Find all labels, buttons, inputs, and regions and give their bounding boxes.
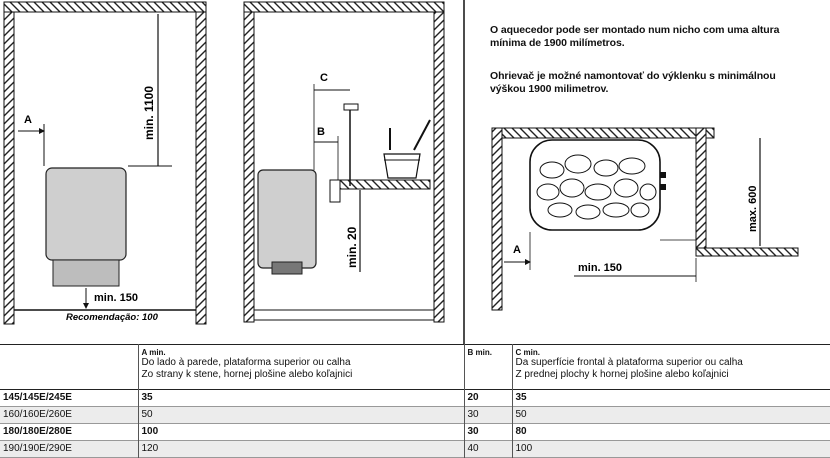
a-cell: 100 xyxy=(137,423,464,441)
diagram-front-platform: C B min. 20 xyxy=(243,1,445,323)
b-cell: 30 xyxy=(463,406,512,424)
model-cell: 180/180E/280E xyxy=(3,426,72,437)
a-cell: 35 xyxy=(137,389,464,407)
diagram-niche: A min. 150 max. 600 xyxy=(491,127,799,311)
b-cell: 30 xyxy=(463,423,512,441)
header-c: C min. Da superfície frontal à plataform… xyxy=(511,344,830,390)
clearance-table: A min. Do lado à parede, plataforma supe… xyxy=(0,344,830,458)
c-cell: 80 xyxy=(511,423,830,441)
c-cell: 35 xyxy=(511,389,830,407)
heater-body xyxy=(45,167,127,261)
header-b: B min. xyxy=(463,344,512,390)
note-slovak: Ohrievač je možné namontovať do výklenku… xyxy=(490,70,776,95)
dim-height-label: min. 20 xyxy=(345,226,359,268)
model-cell: 160/160E/260E xyxy=(3,409,72,420)
table-row: 145/145E/245E 35 20 35 xyxy=(0,389,830,407)
installation-diagrams: A min. 1100 min. 150 Recomendação: 100 C xyxy=(3,0,799,344)
dim-depth-label: min. 150 xyxy=(578,262,622,274)
model-header xyxy=(0,345,138,390)
header-a: A min. Do lado à parede, plataforma supe… xyxy=(137,344,464,390)
note-portuguese: O aquecedor pode ser montado num nicho c… xyxy=(490,24,780,49)
dim-height-label: max. 600 xyxy=(747,186,759,232)
model-cell: 145/145E/245E xyxy=(3,392,72,403)
dim-a-label: A xyxy=(24,114,32,126)
dim-bottom-label: min. 150 xyxy=(94,292,138,304)
b-cell: 40 xyxy=(463,440,512,458)
a-cell: 120 xyxy=(137,440,464,458)
c-cell: 100 xyxy=(511,440,830,458)
heater-body xyxy=(257,169,317,269)
a-cell: 50 xyxy=(137,406,464,424)
table-row: 190/190E/290E 120 40 100 xyxy=(0,440,830,458)
dim-c-label: C xyxy=(320,72,328,84)
dim-b-label: B xyxy=(317,126,325,138)
model-cell: 190/190E/290E xyxy=(3,443,72,454)
diagram-side-wall: A min. 1100 min. 150 Recomendação: 100 xyxy=(3,1,207,325)
table-row: 180/180E/280E 100 30 80 xyxy=(0,423,830,441)
b-cell: 20 xyxy=(463,389,512,407)
table-row: 160/160E/260E 50 30 50 xyxy=(0,406,830,424)
dim-height-label: min. 1100 xyxy=(142,86,156,140)
table-header-row: A min. Do lado à parede, plataforma supe… xyxy=(0,344,830,390)
recommendation-caption: Recomendação: 100 xyxy=(66,312,159,323)
c-cell: 50 xyxy=(511,406,830,424)
dim-a-label: A xyxy=(513,244,521,256)
